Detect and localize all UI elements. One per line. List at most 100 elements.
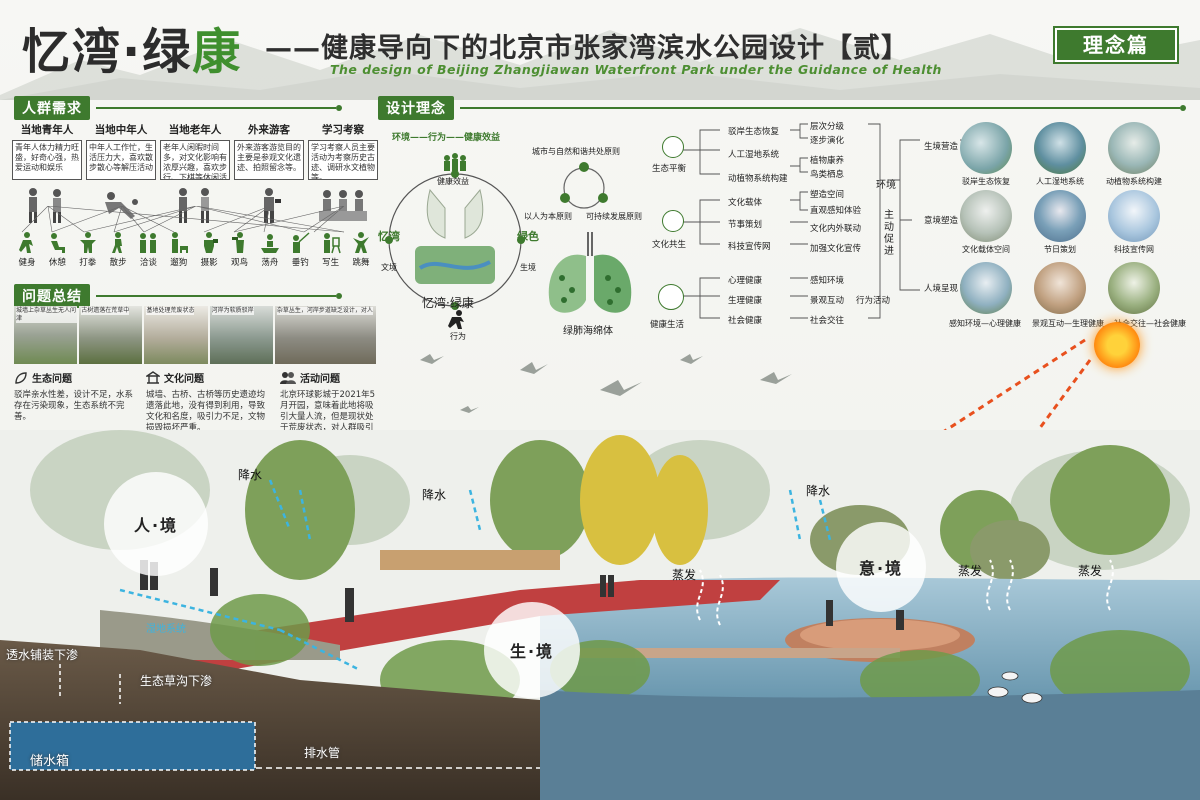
leaf-node: 直观感知体验 xyxy=(810,206,862,216)
thumb-caption: 科技宣传网 xyxy=(1114,245,1154,254)
thumb-shore xyxy=(960,122,1012,174)
principles-diagram xyxy=(560,162,608,209)
env-label: 环境 xyxy=(876,180,896,191)
left-node-culture: 文化共生 xyxy=(652,240,687,250)
env-behavior-benefit: 环境——行为——健康效益 xyxy=(392,133,501,143)
thumb-caption: 驳岸生态恢复 xyxy=(962,177,1010,186)
leaf-node: 文化内外联动 xyxy=(810,224,862,234)
chatting-icon xyxy=(140,233,157,253)
thumb-social xyxy=(1108,262,1160,314)
principle-harmony: 城市与自然和谐共处原则 xyxy=(532,147,620,156)
leaf-node: 塑造空间 xyxy=(810,190,845,200)
people-icon xyxy=(160,186,230,224)
people-icon xyxy=(308,186,378,224)
thumb-caption: 文化载体空间 xyxy=(962,245,1010,254)
evaporation-label: 蒸发 xyxy=(1078,564,1103,578)
mid-node: 节事策划 xyxy=(728,220,763,230)
fishing-icon xyxy=(293,232,310,253)
thumb-caption: 人工湿地系统 xyxy=(1036,177,1084,186)
activity-item: 观鸟 xyxy=(227,232,253,268)
mid-node: 生理健康 xyxy=(728,296,763,306)
group-middle-aged: 当地中年人 中年人工作忙，生活压力大，喜欢散步散心等解压活动 xyxy=(86,122,156,224)
walking-icon xyxy=(112,232,123,253)
wetland-label: 湿地系统 xyxy=(146,624,186,635)
mid-node: 驳岸生态恢复 xyxy=(728,127,780,137)
taichi-icon xyxy=(79,232,96,253)
evaporation-label: 蒸发 xyxy=(672,568,697,582)
runner-icon xyxy=(448,310,464,329)
activity-item: 健身 xyxy=(14,232,40,268)
activity-item: 摄影 xyxy=(196,232,222,268)
dancing-icon xyxy=(352,232,369,253)
people-icon xyxy=(86,186,156,224)
painting-icon xyxy=(323,233,341,254)
activity-item: 写生 xyxy=(318,232,344,268)
mountain-backdrop xyxy=(0,28,1200,100)
mid-node: 社会健康 xyxy=(728,316,763,326)
thumb-wetland xyxy=(1034,122,1086,174)
needs-connection-lines xyxy=(21,206,345,233)
mid-node: 科技宣传网 xyxy=(728,242,771,252)
permeable-paving-label: 透水铺装下渗 xyxy=(6,648,79,662)
pavilion-icon xyxy=(146,370,160,384)
activity-label: 行为活动 xyxy=(856,296,891,306)
problem-photo: 河岸为软质驳岸 xyxy=(209,306,273,364)
activity-item: 跳舞 xyxy=(348,232,374,268)
leaf-icon xyxy=(15,371,27,384)
remembrance-label: 忆湾 xyxy=(378,230,400,243)
right-label: 意境塑造 xyxy=(924,216,959,226)
green-lung-sponge xyxy=(548,232,632,313)
group-researchers: 学习考察 学习考察人员主要活动为考察历史古迹、调研水文植物等。 xyxy=(308,122,378,224)
thumb-tech xyxy=(1108,190,1160,242)
mid-node: 文化载体 xyxy=(728,198,763,208)
leaf-node: 植物康养 xyxy=(810,156,845,166)
camera-person-icon xyxy=(204,232,219,253)
life-label: 生境 xyxy=(520,263,536,272)
right-label: 生境营造 xyxy=(924,142,959,152)
rain-label: 降水 xyxy=(238,468,263,482)
people-icon xyxy=(12,186,82,224)
problem-photo: 古树遗落在荒草中 xyxy=(79,306,143,364)
drain-pipe-label: 排水管 xyxy=(304,746,341,760)
thumb-caption: 动植物系统构建 xyxy=(1106,177,1162,186)
ecology-balance-icon xyxy=(662,136,684,158)
right-label: 人境呈现 xyxy=(924,284,959,294)
problem-photo: 杂草丛生，河岸步道缺乏设计，对人 xyxy=(274,306,377,364)
leaf-node: 社会交往 xyxy=(810,316,845,326)
group-youth: 当地青年人 青年人体力精力旺盛，好奇心强，热爱运动和娱乐 xyxy=(12,122,82,224)
problem-culture: 文化问题 城墙、古桥、古桥等历史遗迹均遗落此地，没有得到利用，导致文化和名度，吸… xyxy=(146,370,271,434)
people-group-icon xyxy=(280,371,296,384)
healthy-life-icon xyxy=(658,284,684,310)
problem-photo: 基地处理荒废状态 xyxy=(144,306,208,364)
leaf-node: 鸟类栖息 xyxy=(810,170,845,180)
activity-item: 垂钓 xyxy=(287,232,313,268)
activity-item: 打拳 xyxy=(75,232,101,268)
thumb-caption: 社会交往—社会健康 xyxy=(1114,319,1186,328)
circle-ren-jing: 人·境 xyxy=(104,472,208,576)
concept-head: 设计理念 xyxy=(378,96,1186,120)
activity-item: 洽谈 xyxy=(135,232,161,268)
promote-label: 主动促进 xyxy=(884,210,894,257)
crowd-needs-head: 人群需求 xyxy=(14,96,342,120)
principle-sustainable: 可持续发展原则 xyxy=(586,212,642,221)
dog-walking-icon xyxy=(171,232,188,253)
leaf-node: 加强文化宣传 xyxy=(810,244,862,254)
green-label: 绿色 xyxy=(517,230,539,243)
mid-node: 动植物系统构建 xyxy=(728,174,788,184)
thumb-interaction xyxy=(1034,262,1086,314)
mid-node: 心理健康 xyxy=(728,276,763,286)
activity-item: 散步 xyxy=(105,232,131,268)
activity-item: 荡舟 xyxy=(257,232,283,268)
culture-label: 文境 xyxy=(381,263,397,272)
benefit-label: 健康效益 xyxy=(437,177,469,186)
circle-yi-jing: 意·境 xyxy=(836,522,926,612)
people-icon xyxy=(234,186,304,224)
thumb-perception xyxy=(960,262,1012,314)
principle-people: 以人为本原则 xyxy=(524,212,572,221)
problem-photos: 城墙上杂草丛生无人问津 古树遗落在荒草中 基地处理荒废状态 河岸为软质驳岸 杂草… xyxy=(14,306,377,364)
problem-photo: 城墙上杂草丛生无人问津 xyxy=(14,306,78,364)
birdwatch-icon xyxy=(231,232,244,253)
boating-icon xyxy=(260,234,279,253)
landscape-section xyxy=(0,430,1200,800)
